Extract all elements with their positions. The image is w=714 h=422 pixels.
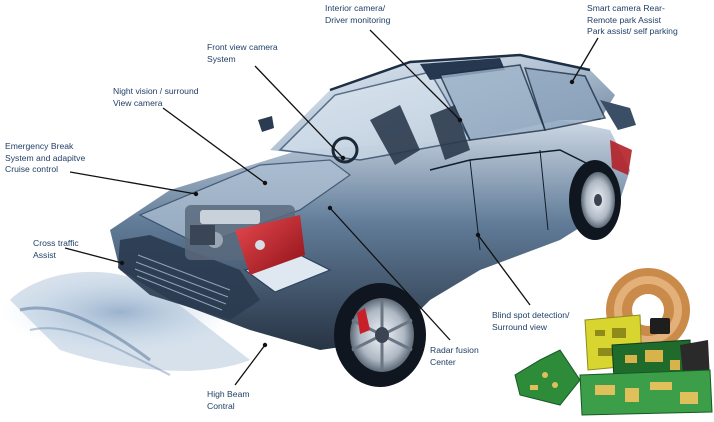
- engine-bay: [185, 205, 305, 275]
- callout-blind-spot: Blind spot detection/ Surround view: [492, 310, 569, 333]
- callout-line: System and adapitve: [5, 152, 86, 163]
- leader-front-view-camera: [254, 65, 344, 159]
- callout-radar-fusion: Radar fusion Center: [430, 345, 479, 368]
- leader-blind-spot: [477, 234, 531, 306]
- interior: [331, 105, 470, 165]
- callout-line: High Beam: [207, 389, 250, 399]
- callout-line: Night vision / surround: [113, 86, 199, 96]
- callout-line: Smart camera Rear-: [587, 3, 665, 13]
- callout-front-view-camera: Front view camera System: [207, 42, 278, 65]
- callout-emergency-brake: Emergency Break System and adapitve Crui…: [5, 141, 85, 176]
- leader-interior-camera: [369, 29, 461, 121]
- front-grille: [134, 254, 231, 311]
- callout-interior-camera: Interior camera/ Driver monitoring: [325, 3, 390, 26]
- leader-high-beam: [234, 344, 266, 386]
- callout-cross-traffic: Cross traffic Assist: [33, 238, 79, 261]
- leader-radar-fusion: [329, 207, 451, 341]
- callout-smart-camera: Smart camera Rear- Remote park Assist Pa…: [587, 3, 678, 38]
- callout-line: Surround view: [492, 321, 547, 332]
- callout-line: Assist: [33, 249, 56, 260]
- leader-cross-traffic: [64, 247, 123, 264]
- leader-emergency-brake: [69, 171, 197, 195]
- car-body: [110, 53, 636, 350]
- pcb-boards: [514, 268, 713, 416]
- callout-line: View camera: [113, 97, 163, 108]
- leader-night-vision: [162, 107, 266, 184]
- rear-wheel: [569, 160, 621, 240]
- callout-line: Center: [430, 356, 456, 367]
- callout-line: Driver monitoring: [325, 14, 391, 25]
- leader-smart-camera: [571, 37, 599, 83]
- front-wheel: [334, 283, 426, 387]
- callout-line: Front view camera: [207, 42, 278, 52]
- callout-line: Contral: [207, 400, 235, 411]
- callout-line: Interior camera/: [325, 3, 386, 13]
- callout-line: Cruise control: [5, 164, 59, 174]
- callout-line: System: [207, 53, 236, 64]
- leader-lines: [64, 29, 599, 386]
- callout-line: Remote park Assist: [587, 14, 662, 25]
- leader-endpoints: [119, 79, 575, 348]
- callout-line: Cross traffic: [33, 238, 79, 248]
- callout-night-vision: Night vision / surround View camera: [113, 86, 199, 109]
- callout-line: Radar fusion: [430, 345, 479, 355]
- callout-line: Emergency Break: [5, 141, 74, 151]
- callout-line: Blind spot detection/: [492, 310, 570, 320]
- callout-high-beam: High Beam Contral: [207, 389, 250, 412]
- callout-line: Park assist/ self parking: [587, 26, 678, 36]
